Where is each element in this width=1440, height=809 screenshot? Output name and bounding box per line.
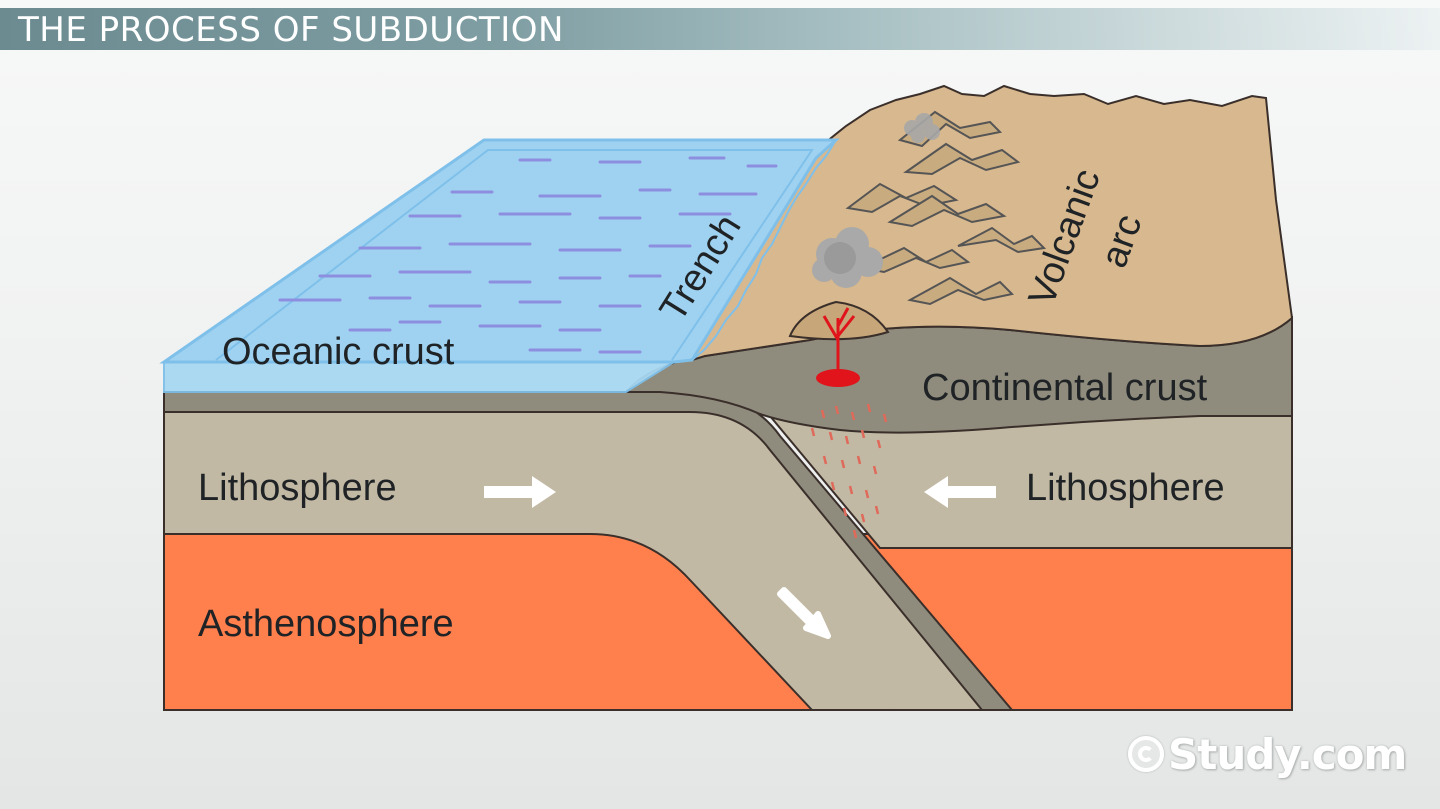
lithosphere-left-arrow (484, 476, 556, 508)
lithosphere-right-arrow (924, 476, 996, 508)
watermark-text: Study.com (1168, 729, 1407, 779)
melt-droplets (810, 403, 888, 539)
study-watermark: Study.com (1128, 726, 1407, 782)
label-lithosphere-right: Lithosphere (1026, 467, 1225, 509)
label-lithosphere-left: Lithosphere (198, 467, 397, 509)
label-asthenosphere: Asthenosphere (198, 603, 454, 645)
ocean-surface (159, 138, 840, 364)
label-oceanic-crust: Oceanic crust (222, 331, 455, 373)
magma-chamber (816, 369, 860, 387)
small-ash-cloud-icon (904, 113, 940, 143)
ocean-inner-edge (215, 149, 814, 361)
ash-cloud-icon (812, 227, 883, 288)
label-continental-crust: Continental crust (922, 367, 1208, 409)
land-surface (690, 84, 1294, 362)
trench-edge (691, 139, 837, 361)
copyright-icon (1128, 736, 1164, 772)
page-title: THE PROCESS OF SUBDUCTION (18, 10, 564, 50)
ocean-waves (278, 156, 778, 354)
title-bar (0, 8, 1440, 50)
subducting-plate-arrow (777, 587, 831, 639)
magma-conduit-icon (822, 307, 856, 372)
